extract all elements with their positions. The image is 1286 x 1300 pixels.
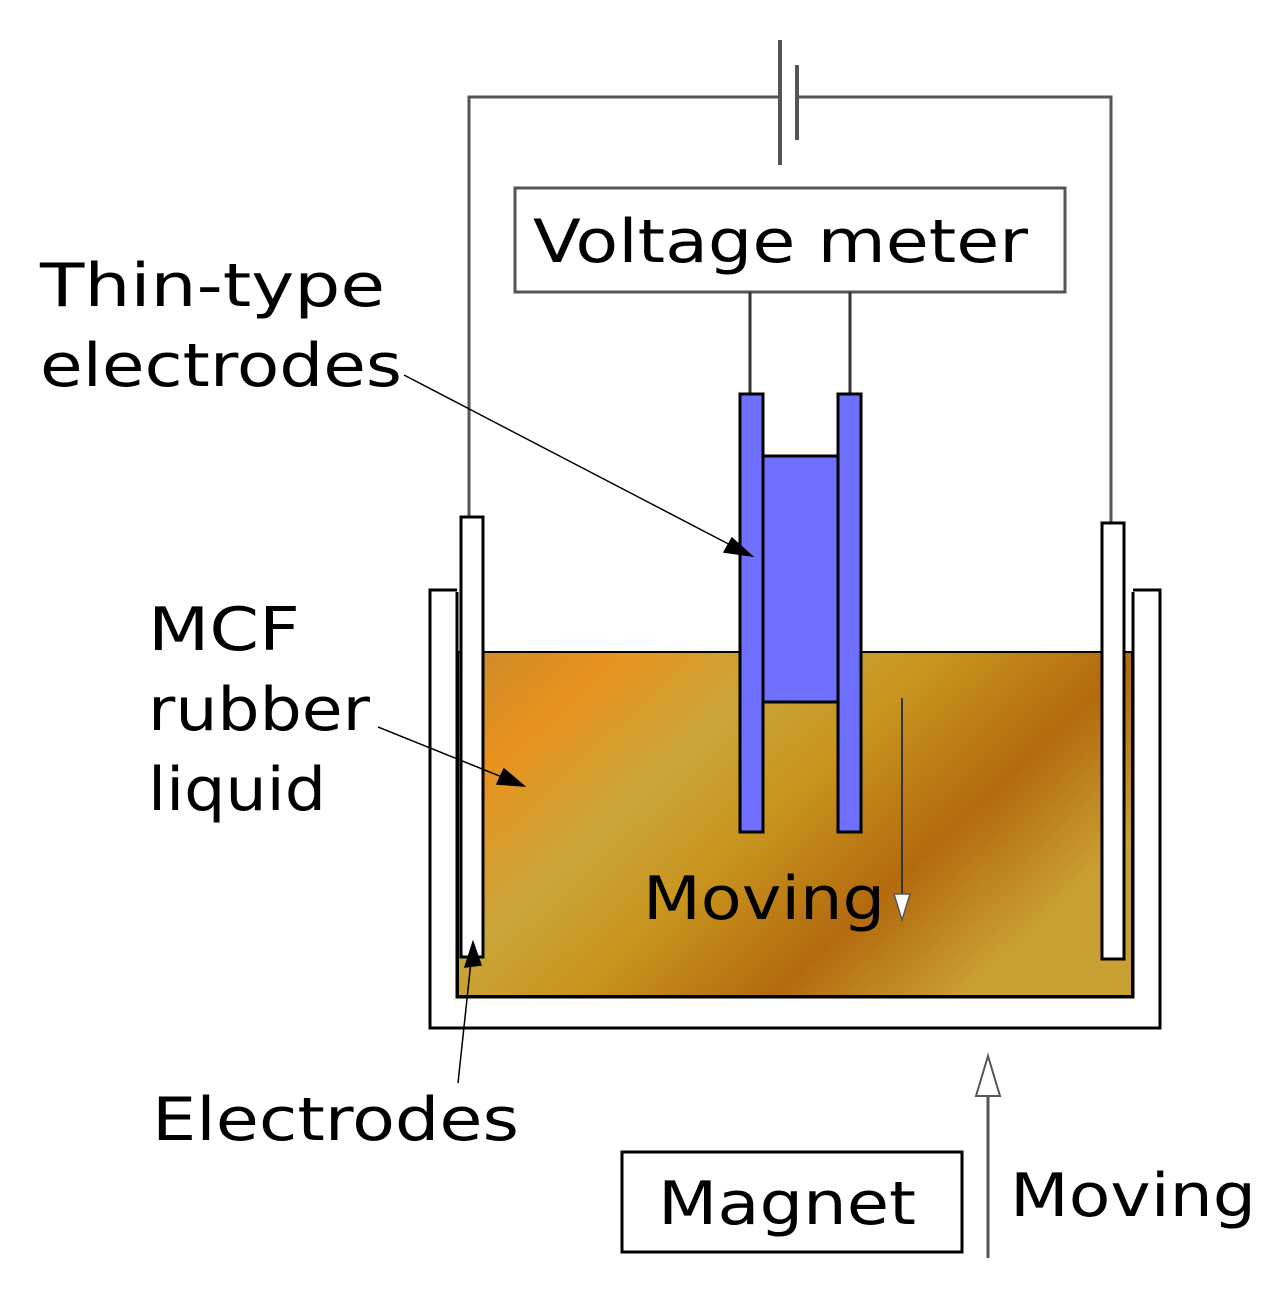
meter-leads [748, 292, 852, 394]
voltage-meter-label: Voltage meter [533, 207, 1028, 277]
mcf-label-line2: rubber [148, 675, 370, 745]
mcf-label-line1: MCF [148, 595, 300, 665]
thin-electrode-right [836, 392, 863, 834]
electrodes-label: Electrodes [152, 1085, 519, 1155]
thin-type-label-line1: Thin-type [39, 251, 385, 321]
outer-moving-label: Moving [1010, 1161, 1256, 1231]
inner-moving-arrow-head [892, 893, 912, 923]
left-wire [467, 95, 780, 517]
thin-type-label-line2: electrodes [40, 331, 402, 401]
mcf-label-line3: liquid [148, 755, 326, 825]
mcf-rubber-liquid [457, 651, 1133, 997]
thin-electrode-sample [761, 454, 840, 704]
outer-moving-arrow-head [974, 1052, 1002, 1097]
left-electrode [459, 515, 485, 959]
mcf-pointer [377, 726, 513, 782]
magnet-box [620, 1150, 964, 1254]
pointer-arrows [377, 374, 755, 1084]
inner-moving-label: Moving [643, 864, 885, 934]
magnet-label: Magnet [658, 1169, 916, 1239]
right-electrode [1100, 521, 1126, 961]
right-wire [797, 95, 1113, 523]
electrodes-pointer [457, 951, 473, 1084]
voltage-meter-box [513, 186, 1067, 294]
thin-electrode-left [738, 392, 765, 834]
circuit-wires [467, 95, 1113, 523]
thin-electrodes-pointer [403, 374, 741, 551]
battery-icon [778, 40, 799, 165]
